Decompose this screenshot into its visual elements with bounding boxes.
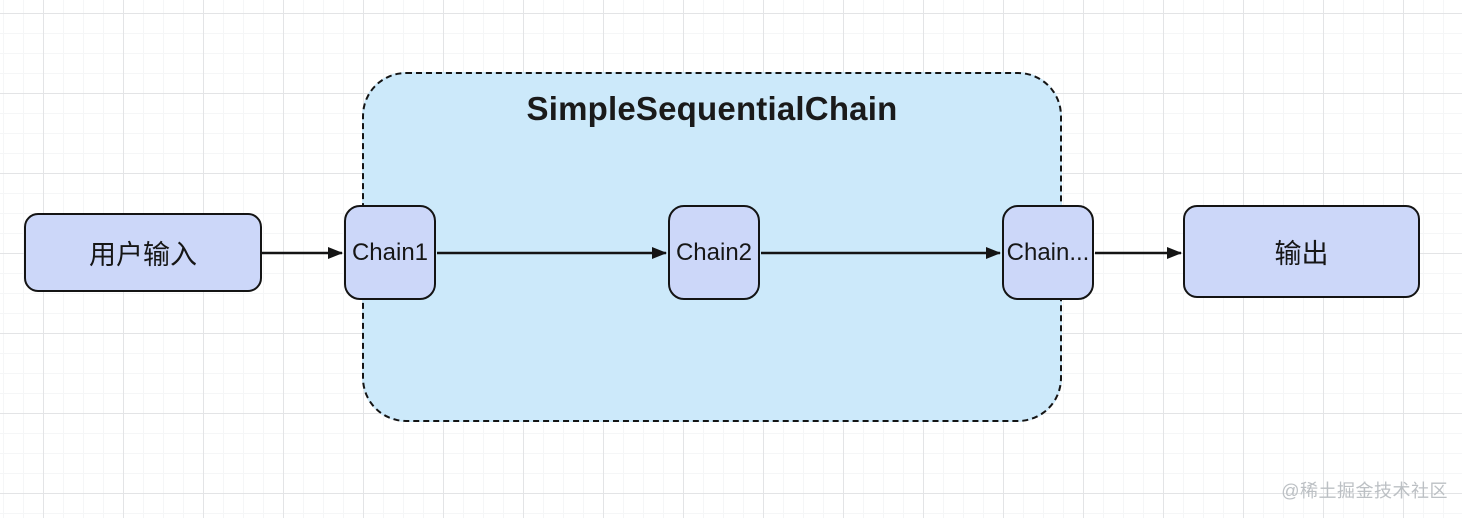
node-chain2: Chain2 (668, 205, 760, 300)
group-title: SimpleSequentialChain (526, 90, 898, 127)
node-user-input: 用户输入 (24, 213, 262, 292)
simple-sequential-chain-group: SimpleSequentialChain (362, 72, 1062, 422)
node-chain1: Chain1 (344, 205, 436, 300)
node-output: 输出 (1183, 205, 1420, 298)
watermark: @稀土掘金技术社区 (1281, 481, 1448, 501)
node-chain-ellipsis: Chain... (1002, 205, 1094, 300)
